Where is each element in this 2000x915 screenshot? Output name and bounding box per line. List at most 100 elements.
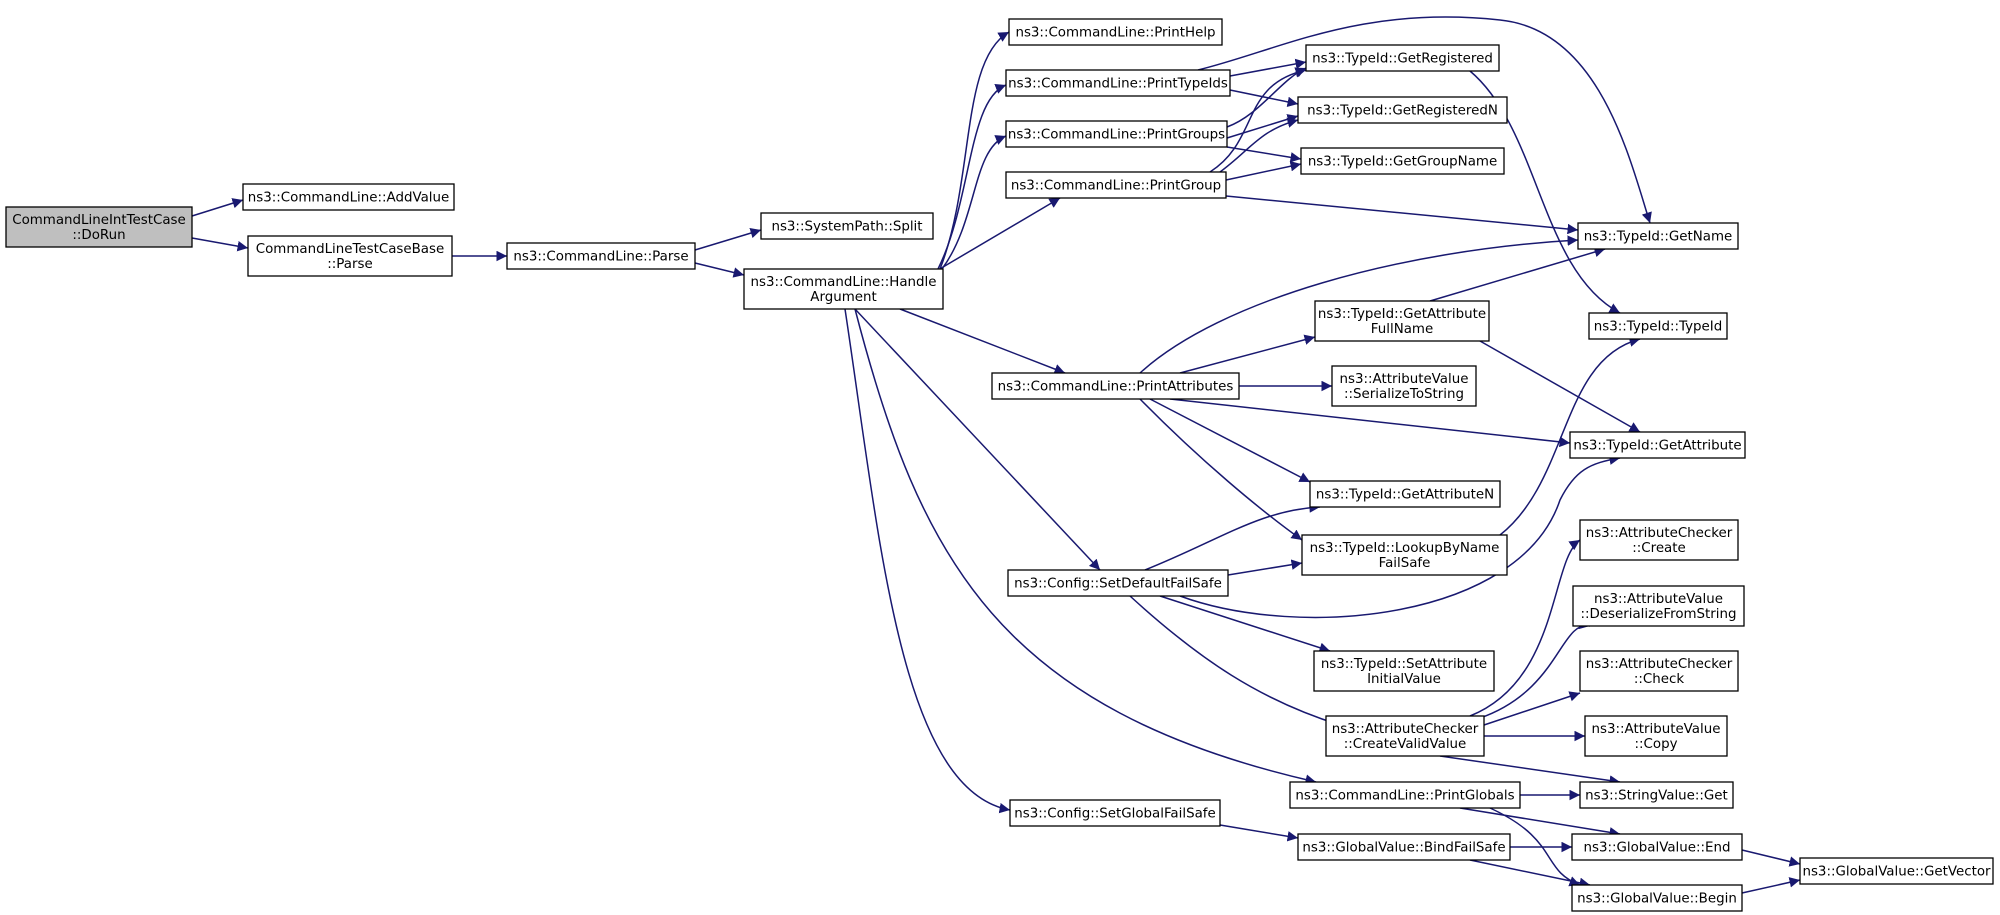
- node-setglobal[interactable]: ns3::Config::SetGlobalFailSafe: [1009, 799, 1221, 827]
- node-getattribute[interactable]: ns3::TypeId::GetAttribute: [1569, 431, 1746, 459]
- edge-gvend-to-getvector: [1741, 849, 1801, 867]
- node-label: ::Create: [1632, 541, 1686, 556]
- nodes: CommandLineIntTestCase::DoRunns3::Comman…: [5, 18, 1994, 912]
- node-box: [1005, 69, 1231, 97]
- node-getvector[interactable]: ns3::GlobalValue::GetVector: [1799, 857, 1994, 885]
- edge-lookup-to-typeid: [1499, 336, 1641, 536]
- node-label: ns3::GlobalValue::GetVector: [1802, 865, 1991, 880]
- node-typeid[interactable]: ns3::TypeId::TypeId: [1588, 312, 1728, 340]
- edge-handle-to-setdefault: [854, 308, 1101, 571]
- edge-printgroup-to-getname: [1225, 195, 1579, 235]
- node-box: [1301, 534, 1508, 576]
- node-box: [1569, 431, 1746, 459]
- node-getregisteredn[interactable]: ns3::TypeId::GetRegisteredN: [1297, 96, 1508, 124]
- edge-printglobals-to-gvbegin: [1489, 807, 1581, 887]
- node-tcbparse[interactable]: CommandLineTestCaseBase::Parse: [247, 235, 453, 277]
- node-box: [1314, 300, 1490, 342]
- node-printtypeids[interactable]: ns3::CommandLine::PrintTypeIds: [1005, 69, 1231, 97]
- edge-gvbegin-to-getvector: [1741, 877, 1801, 894]
- node-label: ::Copy: [1635, 737, 1678, 752]
- node-box: [1584, 715, 1728, 757]
- node-printglobals[interactable]: ns3::CommandLine::PrintGlobals: [1289, 781, 1521, 809]
- node-label: CommandLineTestCaseBase: [256, 242, 444, 257]
- node-getgroupname[interactable]: ns3::TypeId::GetGroupName: [1300, 147, 1505, 175]
- node-box: [760, 212, 934, 240]
- edge-printgroup-to-getregisteredn: [1219, 117, 1299, 173]
- node-printgroups[interactable]: ns3::CommandLine::PrintGroups: [1005, 120, 1228, 148]
- edge-bindfailsafe-to-gvbegin: [1469, 859, 1591, 888]
- node-dorun[interactable]: CommandLineIntTestCase::DoRun: [5, 206, 193, 248]
- node-addvalue[interactable]: ns3::CommandLine::AddValue: [242, 183, 455, 211]
- node-printgroup[interactable]: ns3::CommandLine::PrintGroup: [1005, 171, 1227, 199]
- node-deserialize[interactable]: ns3::AttributeValue::DeserializeFromStri…: [1572, 585, 1745, 627]
- node-label: ns3::TypeId::GetRegisteredN: [1307, 104, 1498, 119]
- node-label: ns3::TypeId::TypeId: [1594, 320, 1722, 335]
- edge-printtypeids-to-getregisteredn: [1229, 89, 1299, 108]
- node-label: ns3::CommandLine::PrintGroup: [1011, 179, 1221, 194]
- node-label: ns3::TypeId::SetAttribute: [1321, 657, 1487, 672]
- edge-printattrs-to-getattrn: [1149, 398, 1311, 483]
- node-label: ns3::TypeId::GetAttribute: [1318, 307, 1486, 322]
- node-label: ::CreateValidValue: [1344, 737, 1467, 752]
- node-getregistered[interactable]: ns3::TypeId::GetRegistered: [1305, 44, 1500, 72]
- node-box: [5, 206, 193, 248]
- edge-printgroups-to-getregisteredn: [1226, 114, 1299, 139]
- node-box: [1571, 884, 1743, 912]
- node-label: ns3::CommandLine::PrintGlobals: [1295, 789, 1514, 804]
- node-box: [1331, 365, 1477, 407]
- node-label: ::Check: [1634, 672, 1684, 687]
- node-label: ns3::AttributeChecker: [1586, 657, 1733, 672]
- node-getname[interactable]: ns3::TypeId::GetName: [1577, 222, 1739, 250]
- node-box: [1297, 96, 1508, 124]
- edge-handle-to-printtypeids: [937, 83, 1007, 270]
- node-label: ns3::AttributeValue: [1594, 592, 1723, 607]
- node-box: [1799, 857, 1994, 885]
- node-label: ns3::TypeId::GetName: [1584, 230, 1733, 245]
- node-clparse[interactable]: ns3::CommandLine::Parse: [506, 242, 696, 270]
- node-label: ns3::AttributeChecker: [1332, 722, 1479, 737]
- node-printhelp[interactable]: ns3::CommandLine::PrintHelp: [1008, 18, 1223, 46]
- node-box: [506, 242, 696, 270]
- edge-printattrs-to-getname: [1139, 235, 1579, 374]
- node-setdefault[interactable]: ns3::Config::SetDefaultFailSafe: [1007, 569, 1229, 597]
- node-box: [1571, 833, 1743, 861]
- node-label: ::Parse: [327, 257, 372, 272]
- edge-getattrfullname-to-getattribute: [1479, 340, 1641, 433]
- node-copy[interactable]: ns3::AttributeValue::Copy: [1584, 715, 1728, 757]
- edge-handle-to-printglobals: [854, 308, 1317, 785]
- node-split[interactable]: ns3::SystemPath::Split: [760, 212, 934, 240]
- node-getattrn[interactable]: ns3::TypeId::GetAttributeN: [1309, 480, 1501, 508]
- node-label: ns3::TypeId::LookupByName: [1310, 541, 1500, 556]
- node-serialize[interactable]: ns3::AttributeValue::SerializeToString: [1331, 365, 1477, 407]
- node-gvend[interactable]: ns3::GlobalValue::End: [1571, 833, 1743, 861]
- node-label: FullName: [1371, 322, 1433, 337]
- edge-dorun-to-tcbparse: [191, 237, 249, 252]
- node-check[interactable]: ns3::AttributeChecker::Check: [1579, 650, 1739, 692]
- node-printattrs[interactable]: ns3::CommandLine::PrintAttributes: [991, 372, 1240, 400]
- node-label: FailSafe: [1379, 556, 1431, 571]
- node-box: [1313, 650, 1495, 692]
- node-box: [1009, 799, 1221, 827]
- node-createvalid[interactable]: ns3::AttributeChecker::CreateValidValue: [1325, 715, 1485, 757]
- edge-handle-to-setglobal: [844, 308, 1011, 814]
- node-label: ns3::CommandLine::PrintHelp: [1015, 26, 1215, 41]
- node-box: [743, 268, 944, 310]
- node-bindfailsafe[interactable]: ns3::GlobalValue::BindFailSafe: [1297, 833, 1511, 861]
- node-label: ns3::GlobalValue::Begin: [1577, 892, 1737, 907]
- edge-setglobal-to-bindfailsafe: [1219, 824, 1299, 842]
- node-box: [1005, 171, 1227, 199]
- edge-printattrs-to-getattrfullname: [1179, 334, 1316, 374]
- node-gvbegin[interactable]: ns3::GlobalValue::Begin: [1571, 884, 1743, 912]
- node-box: [1579, 519, 1739, 561]
- node-label: ns3::GlobalValue::BindFailSafe: [1302, 841, 1505, 856]
- node-box: [242, 183, 455, 211]
- edge-printattrs-to-getattribute: [1169, 398, 1571, 448]
- node-box: [247, 235, 453, 277]
- node-stringget[interactable]: ns3::StringValue::Get: [1579, 781, 1734, 809]
- node-checkercreate[interactable]: ns3::AttributeChecker::Create: [1579, 519, 1739, 561]
